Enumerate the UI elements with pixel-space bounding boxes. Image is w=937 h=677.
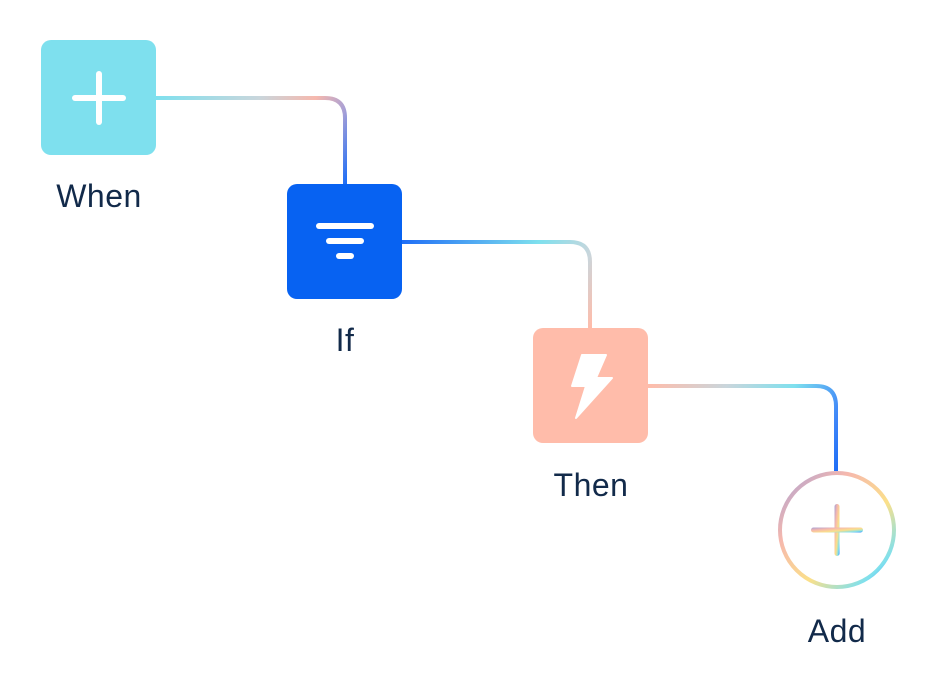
filter-icon: [315, 222, 374, 259]
add-label: Add: [807, 613, 867, 649]
step-when-label: When: [56, 178, 142, 214]
step-if-label: If: [335, 322, 355, 358]
connector-then-add: [648, 384, 838, 471]
step-then[interactable]: [533, 328, 648, 443]
connector-if-then: [402, 240, 592, 328]
connector-when-if: [156, 96, 347, 184]
add-step-button[interactable]: [776, 469, 898, 591]
step-if[interactable]: [287, 184, 402, 299]
bolt-icon: [570, 353, 613, 419]
step-then-label: Then: [553, 467, 629, 503]
step-when[interactable]: [41, 40, 156, 155]
plus-icon: [71, 70, 126, 125]
add-circle-icon: [778, 471, 896, 589]
